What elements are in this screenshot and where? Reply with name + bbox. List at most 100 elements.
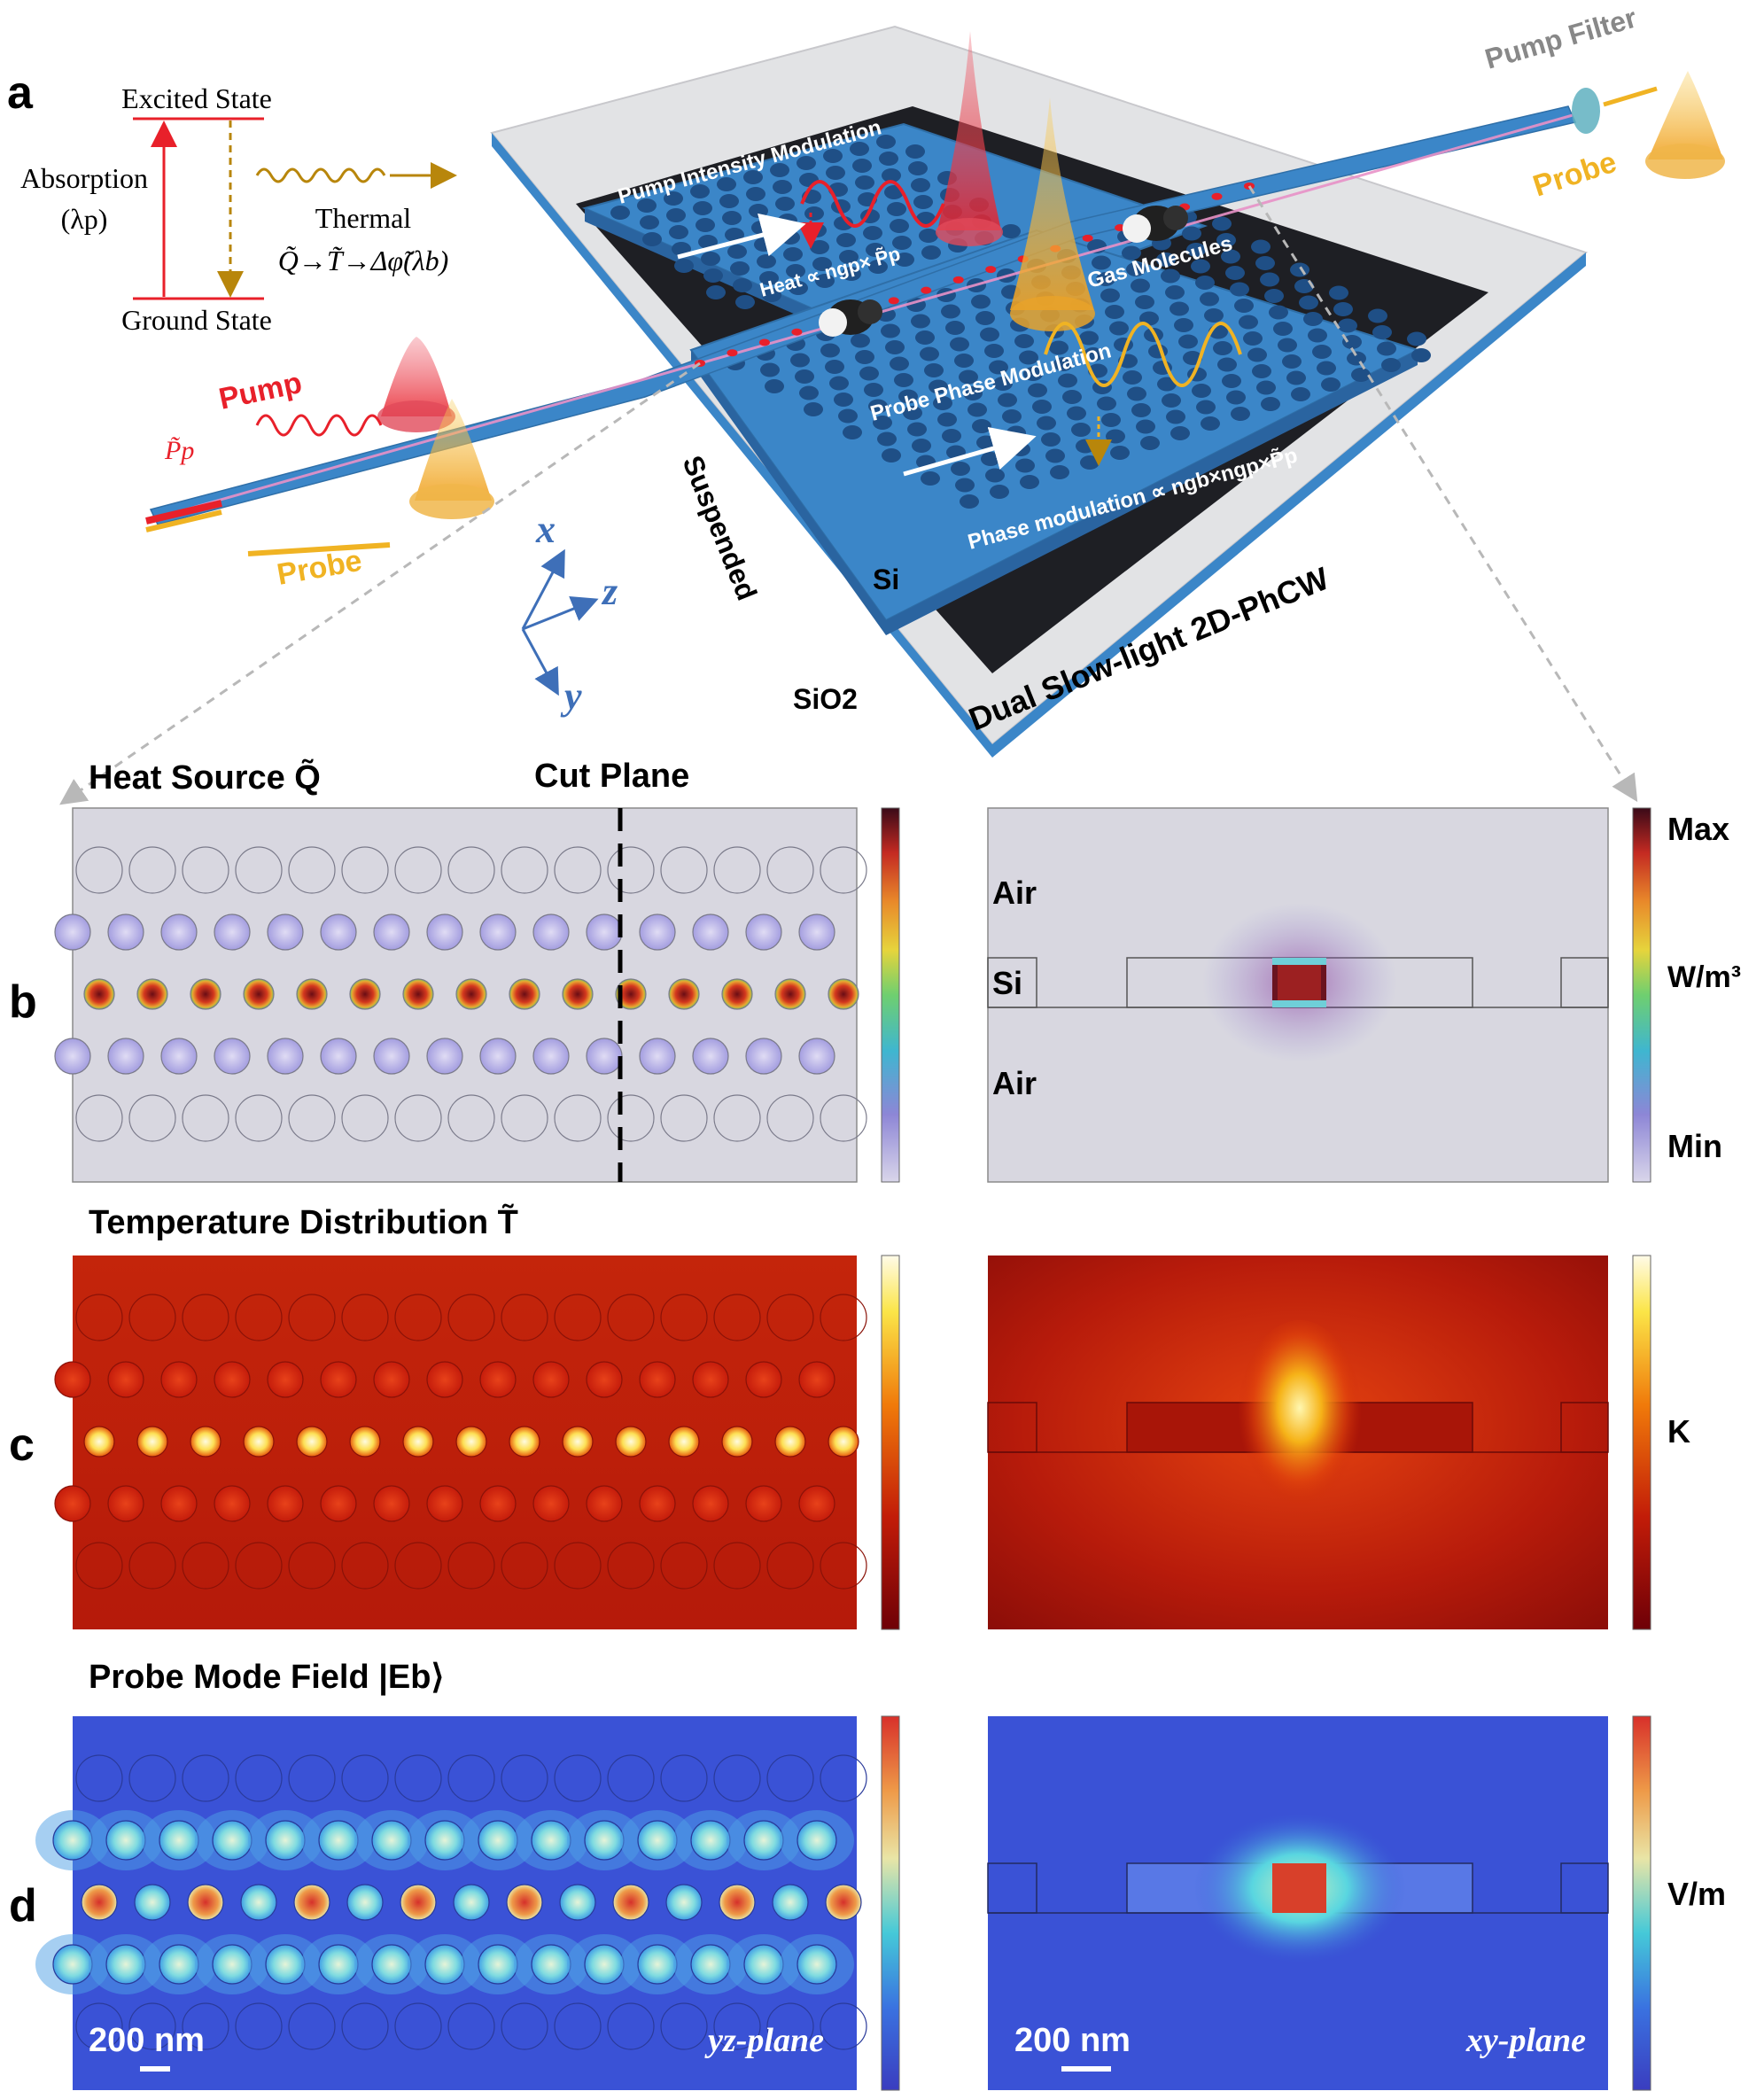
panel-b-label: b [9, 976, 37, 1028]
slab-hole [1221, 249, 1240, 264]
slab-hole [1162, 393, 1181, 408]
slab-hole [1231, 407, 1250, 421]
lattice-hole [509, 978, 540, 1010]
lattice-hole [562, 1426, 594, 1458]
slab-hole [1299, 295, 1318, 310]
slab-hole [1225, 266, 1245, 280]
lattice-hole [772, 1884, 809, 1921]
slab-hole [760, 362, 780, 377]
slab-hole [1135, 295, 1154, 309]
colorbar-unit-vm: V/m [1667, 1876, 1726, 1912]
heat-dot [791, 328, 803, 336]
lattice-hole [743, 1820, 784, 1861]
slab-hole [950, 337, 969, 352]
slab-hole [851, 333, 870, 348]
slab-hole [1269, 305, 1288, 320]
lattice-hole [743, 1944, 784, 1985]
absorption-label: Absorption [20, 162, 148, 194]
slab-hole [960, 494, 979, 509]
lattice-hole [447, 846, 495, 894]
heat-dot [1211, 192, 1223, 200]
slab-hole [1131, 403, 1151, 417]
lattice-hole [660, 1754, 708, 1802]
lattice-hole [267, 1038, 304, 1075]
slab-hole [937, 412, 957, 427]
lattice-hole [235, 1542, 283, 1590]
yz-plane-label: yz-plane [704, 2022, 824, 2059]
slab-hole [1282, 354, 1302, 369]
lattice-hole [745, 1038, 782, 1075]
slab-hole [1032, 400, 1052, 414]
slab-hole [1100, 288, 1120, 303]
lattice-hole [75, 2002, 123, 2050]
lattice-hole [54, 913, 91, 951]
slab-hole [698, 235, 718, 249]
slab-hole [815, 274, 835, 288]
slab-hole [1049, 340, 1069, 355]
lattice-hole [190, 978, 221, 1010]
lattice-hole [478, 1944, 518, 1985]
lattice-hole [721, 1426, 753, 1458]
slab-hole [907, 422, 927, 437]
si-layer-label: Si [992, 965, 1022, 1001]
slab-hole [1312, 345, 1332, 359]
lattice-hole [554, 846, 602, 894]
gas-molecule-1 [819, 299, 882, 337]
slab-hole [1226, 390, 1246, 405]
lattice-hole [128, 1754, 176, 1802]
lattice-hole [820, 1542, 867, 1590]
slab-hole [637, 198, 657, 213]
lattice-hole [402, 978, 434, 1010]
temperature-yz-holes [54, 1294, 867, 1590]
slab-hole [1080, 455, 1100, 470]
lattice-hole [75, 1094, 123, 1142]
pump-filter-label: Pump Filter [1481, 2, 1640, 75]
lattice-hole [660, 1542, 708, 1590]
lattice-hole [501, 1754, 548, 1802]
slab-hole [1201, 416, 1220, 431]
lattice-hole [584, 1820, 625, 1861]
scale-bar-left [140, 2066, 170, 2072]
lattice-hole [586, 1485, 623, 1522]
heat-core-edge-bottom [1272, 1000, 1326, 1007]
slab-hole [1067, 406, 1086, 421]
device-3d: Pump Intensity Modulation Heat ∝ ngp× P̃… [59, 2, 1725, 805]
lattice-hole [713, 1754, 761, 1802]
slab-hole [885, 340, 905, 354]
lattice-hole [349, 978, 381, 1010]
slab-hole [1372, 325, 1392, 339]
lattice-hole [479, 1361, 517, 1398]
lattice-hole [341, 2002, 389, 2050]
lattice-hole [288, 846, 336, 894]
z-axis-arrow [522, 595, 599, 631]
slab-hole [882, 168, 901, 183]
slab-hole [610, 206, 630, 220]
lattice-hole [766, 846, 814, 894]
slab-hole [873, 416, 892, 430]
slab-hole [850, 142, 869, 156]
phc-slab-lower-edge [886, 350, 1418, 635]
lattice-hole [532, 913, 570, 951]
lattice-hole [607, 1542, 655, 1590]
lattice-hole [766, 2002, 814, 2050]
slab-hole [921, 245, 941, 260]
lattice-hole [235, 1754, 283, 1802]
lattice-hole [774, 1426, 806, 1458]
lattice-hole [668, 978, 700, 1010]
slab-hole [941, 304, 960, 319]
lattice-hole [107, 913, 144, 951]
coordinate-axes: x z y [521, 508, 618, 718]
lattice-hole [320, 1485, 357, 1522]
slab-hole [1278, 338, 1297, 353]
lattice-hole [75, 846, 123, 894]
lattice-hole [766, 1294, 814, 1341]
slab-hole [799, 385, 819, 400]
slab-hole [701, 252, 720, 266]
slab-hole [693, 201, 712, 215]
lattice-hole [713, 1542, 761, 1590]
slab-hole [924, 363, 944, 377]
slab-hole [1131, 278, 1150, 293]
slab-hole [1303, 312, 1323, 326]
slab-hole [703, 268, 723, 283]
slab-hole [852, 159, 872, 173]
